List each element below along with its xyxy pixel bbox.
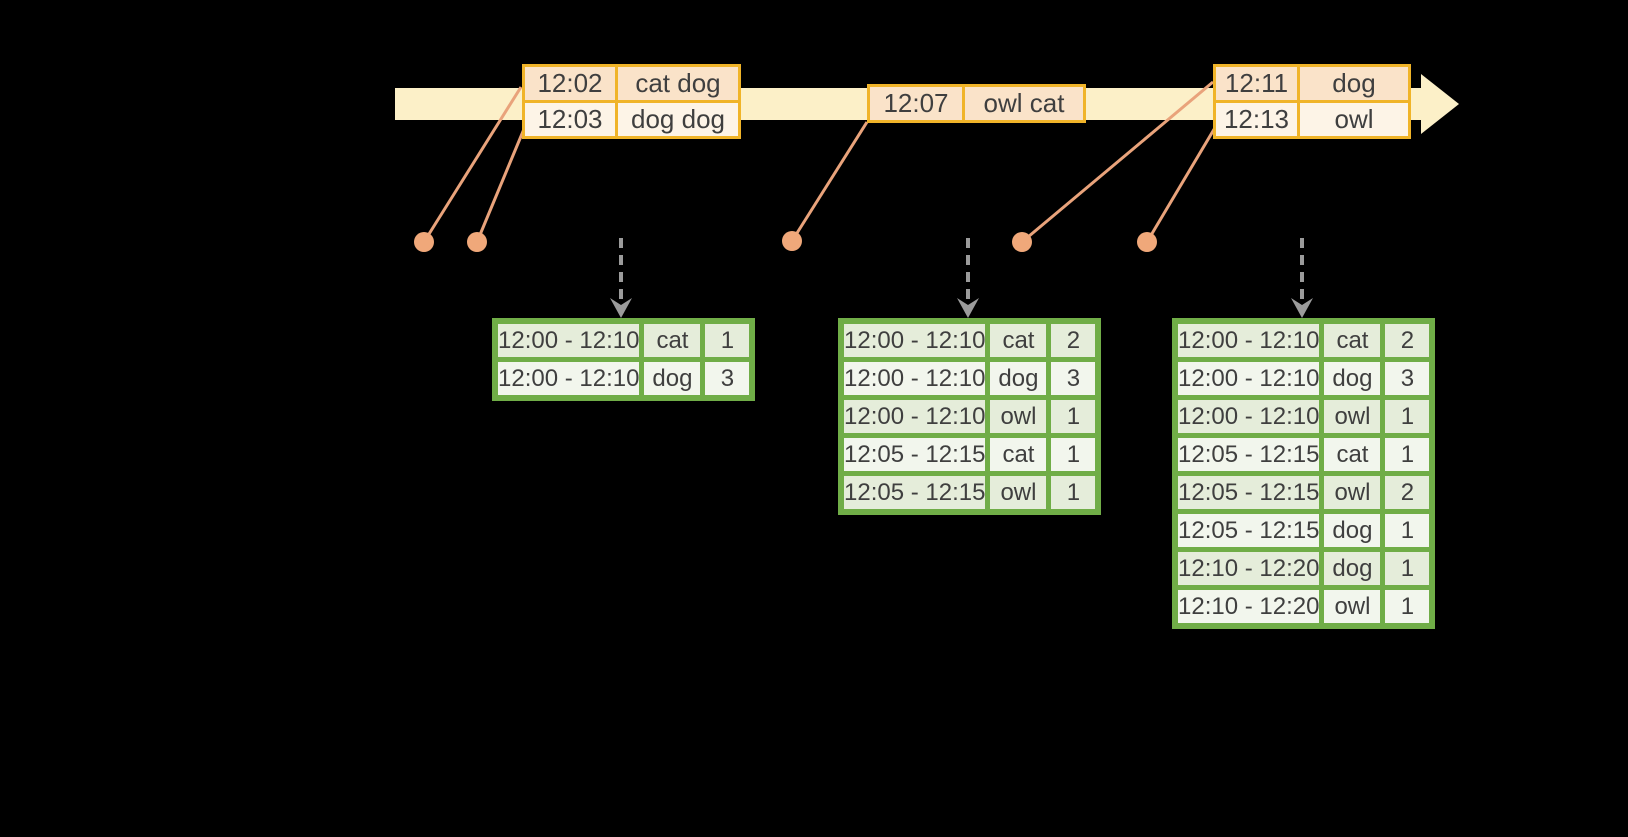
trigger-arrowhead-icon bbox=[957, 298, 979, 318]
table-cell: 12:05 - 12:15 bbox=[1178, 471, 1320, 509]
trigger-arrowhead-icon bbox=[1291, 298, 1313, 318]
table-cell: 12:00 - 12:10 bbox=[1178, 357, 1320, 395]
table-cell: 12:10 - 12:20 bbox=[1178, 547, 1320, 585]
table-cell: 12:00 - 12:10 bbox=[844, 324, 986, 357]
event-connector-line bbox=[475, 128, 526, 243]
table-cell: owl bbox=[985, 395, 1047, 433]
table-cell: dog bbox=[639, 357, 701, 395]
table-cell: 12:11 bbox=[1216, 67, 1297, 100]
event-marker-dot bbox=[467, 232, 487, 252]
event-connector-line bbox=[1021, 80, 1214, 244]
table-cell: 12:00 - 12:10 bbox=[844, 395, 986, 433]
table-cell: 12:02 bbox=[525, 67, 615, 100]
table-cell: 1 bbox=[1380, 395, 1430, 433]
table-cell: 2 bbox=[1380, 471, 1430, 509]
table-cell: dog bbox=[1297, 67, 1408, 100]
table-cell: 12:05 - 12:15 bbox=[844, 433, 986, 471]
table-cell: cat bbox=[1319, 433, 1381, 471]
table-cell: 2 bbox=[1046, 324, 1096, 357]
table-cell: 12:00 - 12:10 bbox=[498, 324, 640, 357]
table-cell: 1 bbox=[1380, 547, 1430, 585]
table-cell: dog bbox=[1319, 547, 1381, 585]
table-cell: owl bbox=[1319, 395, 1381, 433]
table-cell: owl cat bbox=[962, 87, 1083, 120]
trigger-arrow bbox=[610, 238, 632, 318]
table-cell: owl bbox=[985, 471, 1047, 509]
table-cell: 3 bbox=[700, 357, 750, 395]
table-cell: cat bbox=[1319, 324, 1381, 357]
table-cell: 3 bbox=[1046, 357, 1096, 395]
table-cell: 3 bbox=[1380, 357, 1430, 395]
table-cell: cat bbox=[985, 324, 1047, 357]
table-cell: owl bbox=[1297, 100, 1408, 136]
table-cell: owl bbox=[1319, 585, 1381, 623]
table-cell: 12:10 - 12:20 bbox=[1178, 585, 1320, 623]
table-cell: 1 bbox=[1046, 471, 1096, 509]
timeline-arrowhead-icon bbox=[1421, 74, 1459, 134]
table-cell: 12:00 - 12:10 bbox=[844, 357, 986, 395]
table-cell: 1 bbox=[1380, 433, 1430, 471]
event-marker-dot bbox=[1137, 232, 1157, 252]
table-cell: dog dog bbox=[615, 100, 738, 136]
table-cell: 12:05 - 12:15 bbox=[1178, 433, 1320, 471]
table-cell: dog bbox=[1319, 509, 1381, 547]
table-cell: cat bbox=[639, 324, 701, 357]
table-cell: 12:00 - 12:10 bbox=[498, 357, 640, 395]
table-cell: cat bbox=[985, 433, 1047, 471]
table-cell: owl bbox=[1319, 471, 1381, 509]
event-marker-dot bbox=[414, 232, 434, 252]
table-cell: 12:07 bbox=[870, 87, 962, 120]
table-cell: dog bbox=[985, 357, 1047, 395]
event-connector-line bbox=[1145, 125, 1218, 243]
trigger-arrowhead-icon bbox=[610, 298, 632, 318]
trigger-arrow bbox=[1291, 238, 1313, 318]
table-cell: 1 bbox=[1046, 433, 1096, 471]
table-cell: 1 bbox=[700, 324, 750, 357]
table-cell: 12:00 - 12:10 bbox=[1178, 395, 1320, 433]
event-marker-dot bbox=[1012, 232, 1032, 252]
table-cell: 12:00 - 12:10 bbox=[1178, 324, 1320, 357]
table-cell: cat dog bbox=[615, 67, 738, 100]
table-cell: dog bbox=[1319, 357, 1381, 395]
table-cell: 12:05 - 12:15 bbox=[1178, 509, 1320, 547]
table-cell: 1 bbox=[1380, 585, 1430, 623]
event-connector-line bbox=[790, 121, 869, 242]
table-cell: 12:13 bbox=[1216, 100, 1297, 136]
trigger-arrow bbox=[957, 238, 979, 318]
table-cell: 1 bbox=[1046, 395, 1096, 433]
event-marker-dot bbox=[782, 231, 802, 251]
table-cell: 1 bbox=[1380, 509, 1430, 547]
event-connector-line bbox=[422, 86, 523, 243]
table-cell: 12:05 - 12:15 bbox=[844, 471, 986, 509]
table-cell: 12:03 bbox=[525, 100, 615, 136]
table-cell: 2 bbox=[1380, 324, 1430, 357]
